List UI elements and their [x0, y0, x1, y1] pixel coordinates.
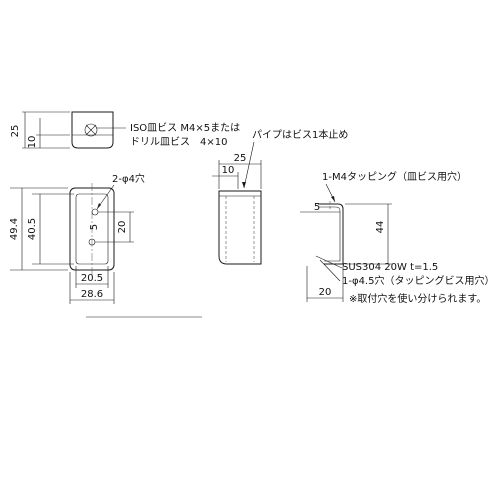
dim-side-lip: 10 [27, 136, 38, 149]
middle-view-body [218, 190, 262, 265]
dim-front-width-outer: 28.6 [81, 289, 103, 300]
pipe-note-leader-arrow [242, 182, 246, 188]
tapping-note-leader-arrow [331, 196, 335, 202]
dim-front-hole-pitch: 20 [117, 221, 128, 234]
dim-middle-flange: 10 [222, 165, 235, 176]
dim-side-height: 25 [10, 125, 21, 138]
pipe-note-leader [243, 141, 255, 189]
dim-middle-depth: 25 [234, 153, 247, 164]
material-note: SUS304 20W t=1.5 [342, 262, 438, 273]
front-hole-leader-arrow [97, 203, 101, 209]
mounting-footnote: ※取付穴を使い分けられます。 [349, 292, 486, 305]
right-view: 1-M4タッピング（皿ビス用穴） 5 44 SUS304 20W t=1.5 1… [300, 170, 494, 305]
mounting-hole-upper-icon [91, 208, 99, 216]
middle-view: パイプはビス1本止め 25 10 [212, 128, 348, 265]
pipe-note: パイプはビス1本止め [252, 128, 348, 141]
countersunk-screw-cross-b [85, 124, 97, 136]
material-note-leader [315, 255, 343, 269]
dim-front-height-outer: 49.4 [9, 218, 20, 240]
right-hole-note: 1-φ4.5穴（タッピングビス用穴） [342, 274, 494, 287]
tapping-note: 1-M4タッピング（皿ビス用穴） [322, 170, 467, 183]
top-side-view-body [71, 111, 114, 149]
screw-note-line1: ISO皿ビス M4×5または [130, 122, 240, 134]
countersunk-screw-icon [84, 123, 98, 137]
dim-right-flange: 5 [314, 202, 320, 213]
right-view-profile [318, 203, 344, 265]
dim-front-height-inner: 40.5 [27, 218, 38, 240]
front-view: 2-φ4穴 49.4 40.5 20 5 20.5 28.6 [9, 172, 145, 304]
hole-note-leader [319, 259, 341, 282]
top-side-view: 25 10 ISO皿ビス M4×5または ドリル皿ビス 4×10 [10, 111, 240, 149]
right-view-profile-inner [318, 206, 341, 262]
front-hole-note: 2-φ4穴 [112, 172, 145, 185]
dim-front-width-inner: 20.5 [81, 273, 103, 284]
dim-right-height: 44 [375, 221, 386, 234]
dim-front-hole-offset: 5 [89, 224, 100, 230]
screw-note-line2: ドリル皿ビス 4×10 [130, 136, 227, 148]
dim-right-base: 20 [319, 287, 332, 298]
